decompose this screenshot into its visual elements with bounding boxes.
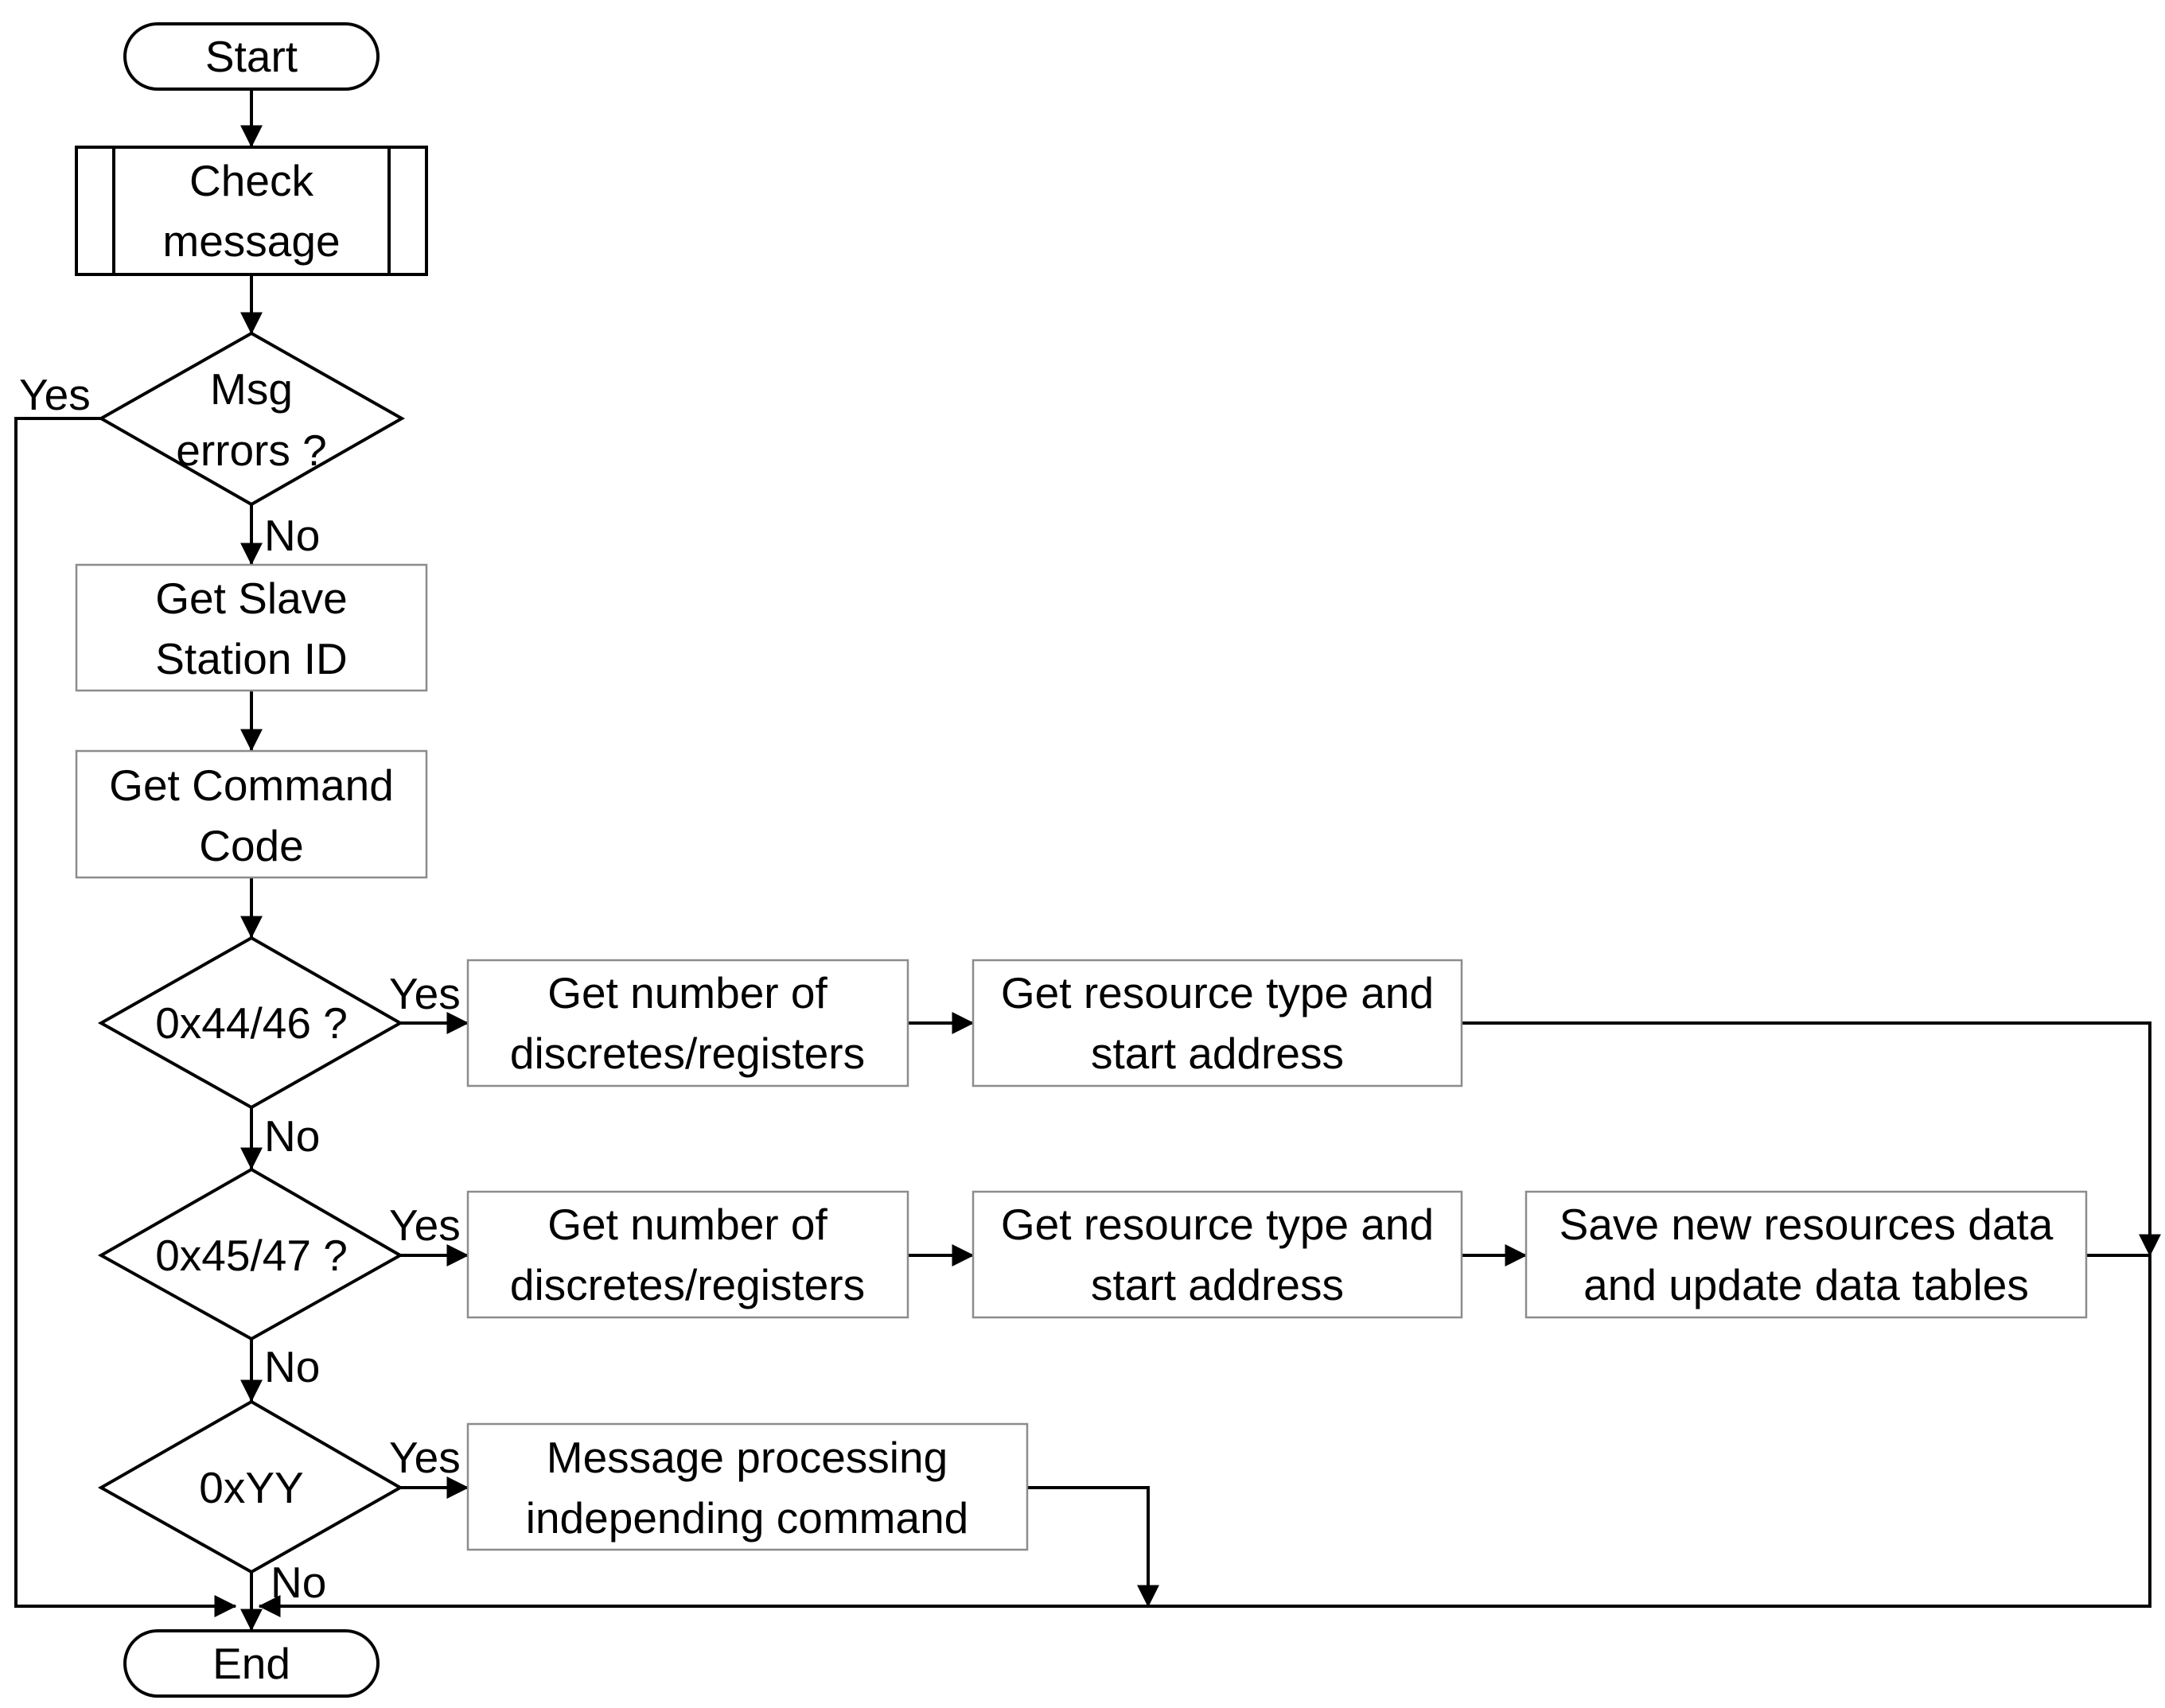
get-command-code-box: Get Command Code — [75, 749, 428, 879]
get-number-box-1: Get number of discretes/registers — [466, 959, 909, 1087]
get-command-label-line2: Code — [199, 821, 303, 870]
message-processing-line1: Message processing — [547, 1433, 948, 1482]
msg-errors-label-line1: Msg — [210, 364, 293, 414]
msg-errors-decision: Msg errors ? — [97, 331, 406, 507]
msg-errors-label-line2: errors ? — [176, 426, 327, 475]
save-resources-box: Save new resources data and update data … — [1524, 1190, 2088, 1319]
start-terminal: Start — [123, 22, 380, 91]
get-number-1-line1: Get number of — [547, 968, 827, 1017]
get-number-1-line2: discretes/registers — [510, 1029, 865, 1078]
message-processing-line2: independing command — [526, 1493, 969, 1543]
label-dec-4446-no: No — [264, 1111, 320, 1161]
label-msg-errors-yes: Yes — [19, 370, 91, 419]
get-resource-2-line2: start address — [1091, 1260, 1344, 1309]
label-dec-yy-yes: Yes — [389, 1433, 461, 1482]
get-slave-label-line1: Get Slave — [155, 574, 348, 623]
label-dec-4547-yes: Yes — [389, 1200, 461, 1250]
edge-msg-errors-yes — [14, 417, 237, 1617]
get-number-2-line1: Get number of — [547, 1200, 827, 1249]
label-dec-4547-no: No — [264, 1342, 320, 1391]
get-slave-label-line2: Station ID — [155, 634, 348, 683]
edge-msg-processing-down — [1027, 1486, 1159, 1608]
get-resource-1-line1: Get resource type and — [1001, 968, 1434, 1017]
end-label: End — [212, 1639, 290, 1688]
check-message-label-line1: Check — [189, 156, 313, 205]
connectors — [14, 89, 2161, 1632]
dec-4547-decision: 0x45/47 ? — [97, 1167, 404, 1341]
check-message-process: Check message — [75, 146, 428, 276]
dec-4547-label: 0x45/47 ? — [155, 1231, 348, 1280]
get-number-2-line2: discretes/registers — [510, 1260, 865, 1309]
label-dec-4446-yes: Yes — [389, 969, 461, 1018]
get-resource-1-line2: start address — [1091, 1029, 1344, 1078]
save-resources-line1: Save new resources data — [1560, 1200, 2054, 1249]
get-resource-box-2: Get resource type and start address — [972, 1190, 1463, 1319]
edge-labels: Yes No Yes No Yes No Yes No — [19, 370, 461, 1607]
check-message-label-line2: message — [162, 216, 340, 266]
get-command-label-line1: Get Command — [109, 761, 394, 810]
get-number-box-2: Get number of discretes/registers — [466, 1190, 909, 1319]
dec-yy-decision: 0xYY — [97, 1399, 404, 1574]
save-resources-line2: and update data tables — [1583, 1260, 2029, 1309]
get-slave-station-id-box: Get Slave Station ID — [75, 563, 428, 692]
dec-4446-decision: 0x44/46 ? — [97, 936, 404, 1110]
dec-4446-label: 0x44/46 ? — [155, 998, 348, 1048]
end-terminal: End — [123, 1629, 380, 1698]
dec-yy-label: 0xYY — [199, 1463, 303, 1512]
label-msg-errors-no: No — [264, 511, 320, 560]
label-dec-yy-no: No — [271, 1558, 326, 1607]
get-resource-box-1: Get resource type and start address — [972, 959, 1463, 1087]
get-resource-2-line1: Get resource type and — [1001, 1200, 1434, 1249]
edge-save-to-end — [258, 1254, 2151, 1617]
message-processing-box: Message processing independing command — [466, 1422, 1029, 1551]
edge-resource1-to-right — [1462, 1021, 2161, 1257]
start-label: Start — [205, 32, 298, 81]
